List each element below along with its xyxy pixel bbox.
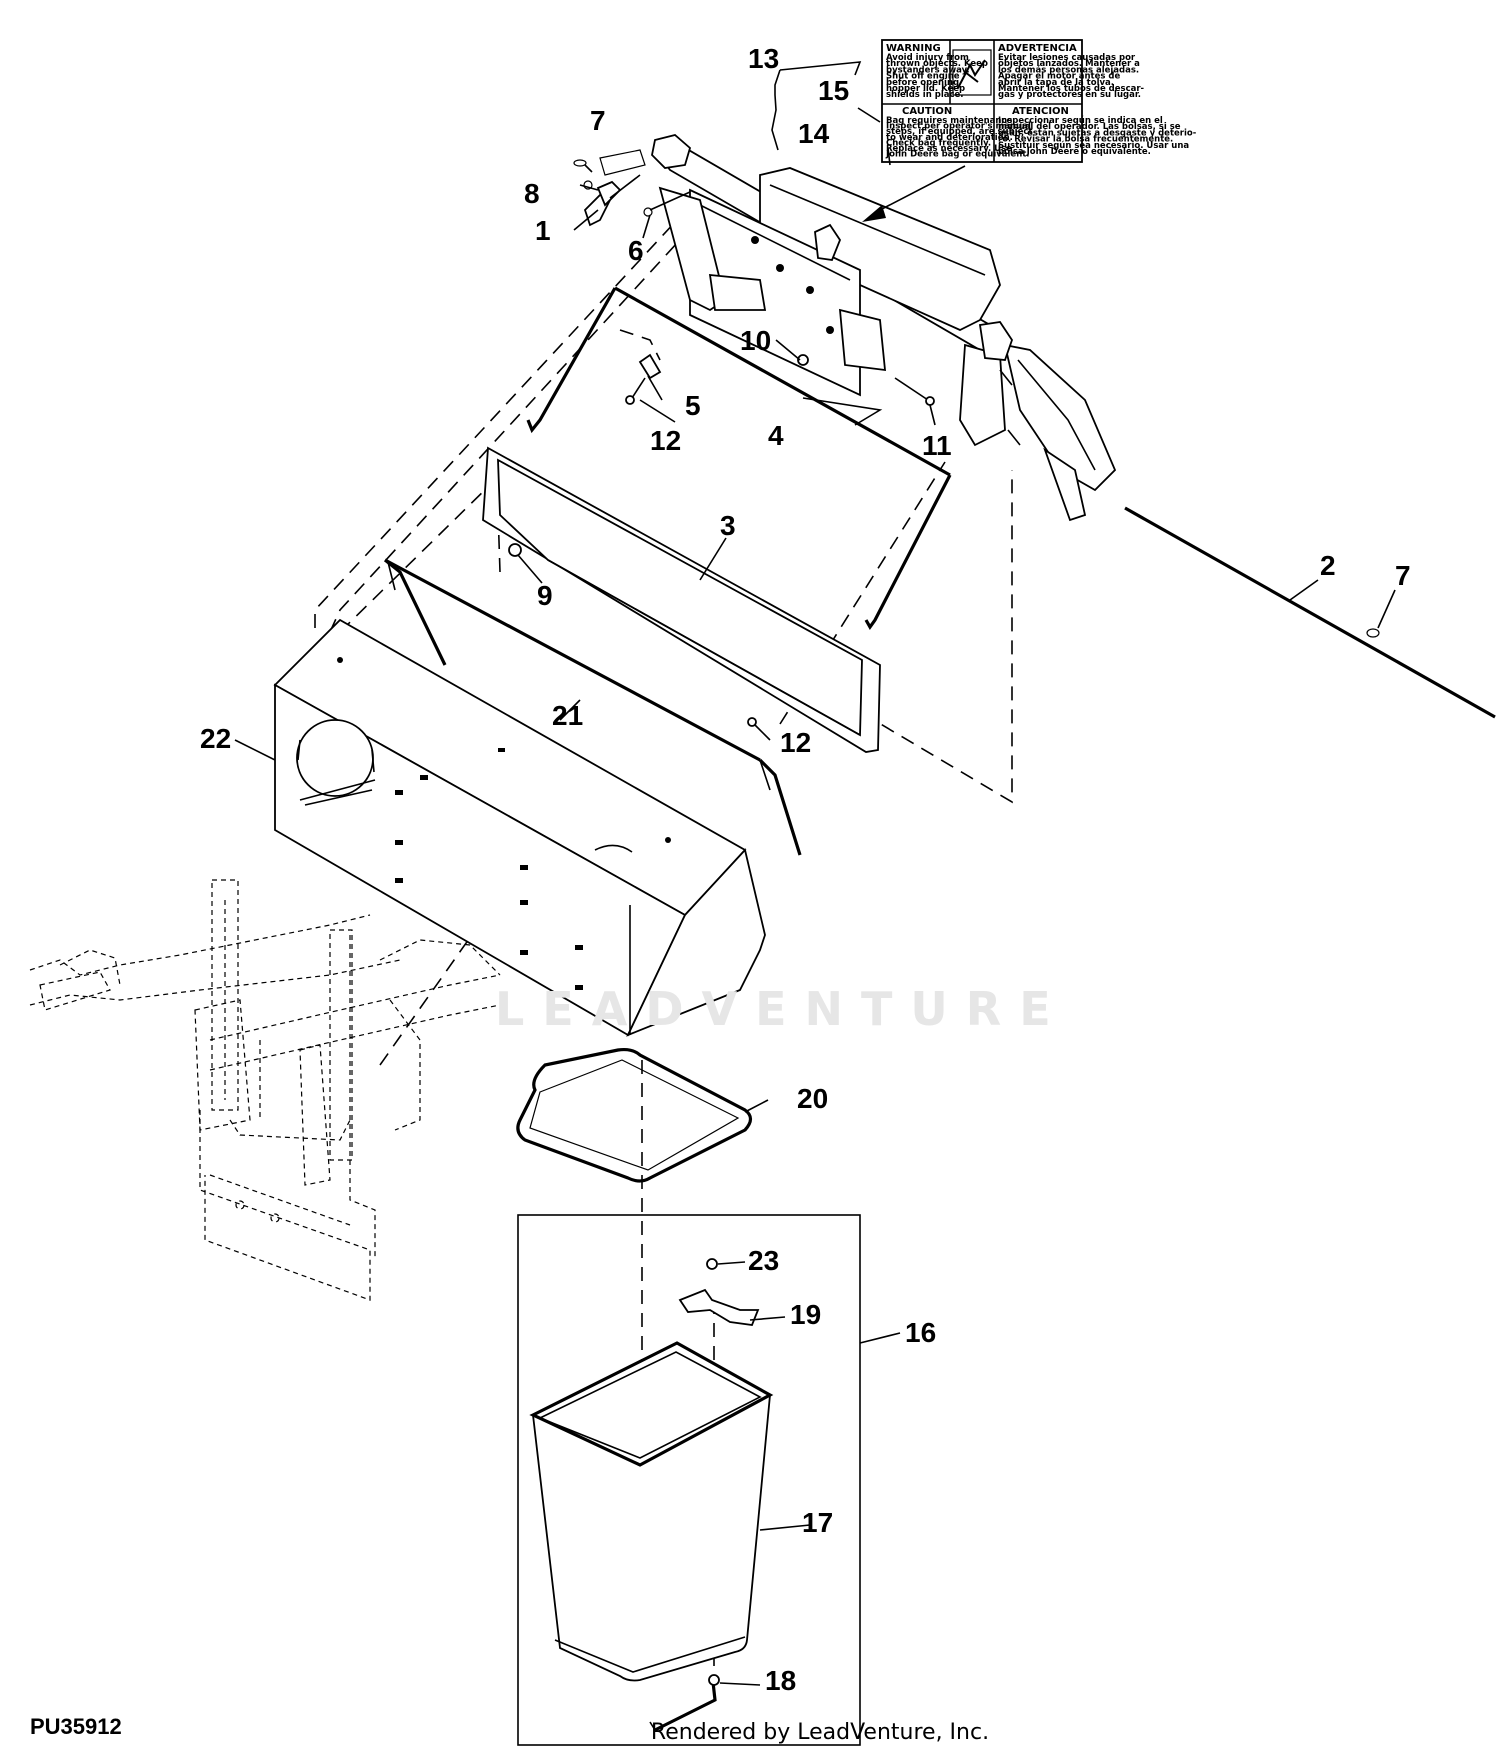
callout-14: 14: [798, 118, 830, 149]
small-hardware: [508, 353, 935, 727]
decal-warning-heading: WARNING: [886, 43, 941, 54]
callout-1: 1: [535, 215, 551, 246]
decal-advertencia-heading: ADVERTENCIA: [998, 43, 1077, 54]
part-20-ring: [516, 1047, 753, 1183]
callout-22: 22: [200, 723, 231, 754]
decal-line: bolsa John Deere o equivalente.: [998, 147, 1151, 157]
decal-line: Bag requires maintenance.: [886, 116, 1016, 126]
decal-line: abrir la tapa de la tolva.: [998, 78, 1114, 88]
decal-line: thrown objects. Keep: [886, 59, 988, 69]
part-2-rod: [1124, 506, 1496, 719]
callout-11: 11: [922, 430, 952, 461]
callout-4: 4: [768, 420, 784, 451]
part-4-frame: [526, 286, 952, 630]
hopper-lid-assembly: [651, 134, 1117, 522]
callout-6: 6: [628, 235, 644, 266]
callout-2: 2: [1320, 550, 1336, 581]
part-22-hopper-box: [273, 618, 766, 1037]
callout-23: 23: [748, 1245, 779, 1276]
decal-line: los demás personas alejadas.: [998, 65, 1139, 75]
callout-17: 17: [802, 1507, 833, 1538]
decal-line: before opening: [886, 78, 959, 88]
credit-line: Rendered by LeadVenture, Inc.: [0, 1720, 1500, 1745]
tractor-frame-phantom: [29, 879, 501, 1301]
callout-7-right: 7: [1395, 560, 1411, 591]
decal-caution-heading: CAUTION: [902, 106, 952, 117]
callout-8: 8: [524, 178, 540, 209]
decal-line: manual del operador. Las bolsas, si se: [998, 122, 1181, 132]
decal-line: hopper lid. Keep: [886, 84, 965, 94]
decal-line: Sustituir según sea necesario. Usar una: [998, 141, 1189, 151]
decal-line: steps, if equipped, are subject: [886, 127, 1032, 137]
decal-atencion-heading: ATENCION: [1012, 106, 1069, 117]
callout-3: 3: [720, 510, 736, 541]
part-17-bag: [529, 1341, 774, 1682]
credit-text: Rendered by LeadVenture, Inc.: [650, 1720, 990, 1745]
part-19-clip: [678, 1258, 760, 1326]
leader-lines: [234, 61, 1396, 1686]
part-16-kit-box: [517, 1214, 861, 1746]
figure-id: PU35912: [30, 1714, 122, 1739]
part-18-handle: [649, 1674, 720, 1732]
decal-line: Mantener los tubos de descar-: [998, 84, 1145, 94]
callout-15: 15: [818, 75, 849, 106]
decal-line: objetos lanzados. Mantener a: [998, 59, 1140, 69]
decal-line: shields in place.: [886, 90, 964, 100]
part-21-rod: [384, 558, 802, 856]
part-3-screen: [482, 446, 881, 753]
decal-line: Avoid injury from: [886, 53, 969, 63]
callout-18: 18: [765, 1665, 796, 1696]
callout-19: 19: [790, 1299, 821, 1330]
decal-line: to wear and deterioration.: [886, 133, 1013, 143]
callout-12-upper: 12: [650, 425, 681, 456]
decal-line: Evitar lesiones causadas por: [998, 53, 1136, 63]
callout-12-lower: 12: [780, 727, 811, 758]
decal-line: Inspect per operator's manual: [886, 122, 1031, 132]
callout-5: 5: [685, 390, 701, 421]
decal-line: usan, están sujetas a desgaste y deterio…: [998, 128, 1197, 138]
decal-line: bystanders away.: [886, 65, 970, 75]
decal-line: Check bag frequently.: [886, 138, 991, 148]
callout-numbers: 1 2 3 4 5 6 7 7 8 9 10 11 12 12 13 14 15…: [200, 43, 1411, 1696]
decal-line: gas y protectores en su lugar.: [998, 90, 1141, 100]
callout-16: 16: [905, 1317, 936, 1348]
callout-10: 10: [740, 325, 771, 356]
decal-line: ro. Revisar la bolsa frecuentemente.: [998, 135, 1173, 145]
decal-line: Replace as necessary. Use: [886, 144, 1012, 154]
callout-20: 20: [797, 1083, 828, 1114]
decal-line: John Deere bag or equivalent.: [885, 150, 1030, 160]
decal-line: Shut off engine: [886, 72, 960, 82]
warning-decal: WARNING ADVERTENCIA CAUTION ATENCION Avo…: [862, 39, 1197, 222]
watermark: LEADVENTURE: [495, 982, 1069, 1036]
decal-line: Apagar el motor antes de: [998, 72, 1120, 82]
callout-13: 13: [748, 43, 779, 74]
callout-21: 21: [552, 700, 583, 731]
decal-line: Inspeccionar según se indica en el: [998, 116, 1163, 126]
callout-9: 9: [537, 580, 553, 611]
callout-7-top: 7: [590, 105, 606, 136]
